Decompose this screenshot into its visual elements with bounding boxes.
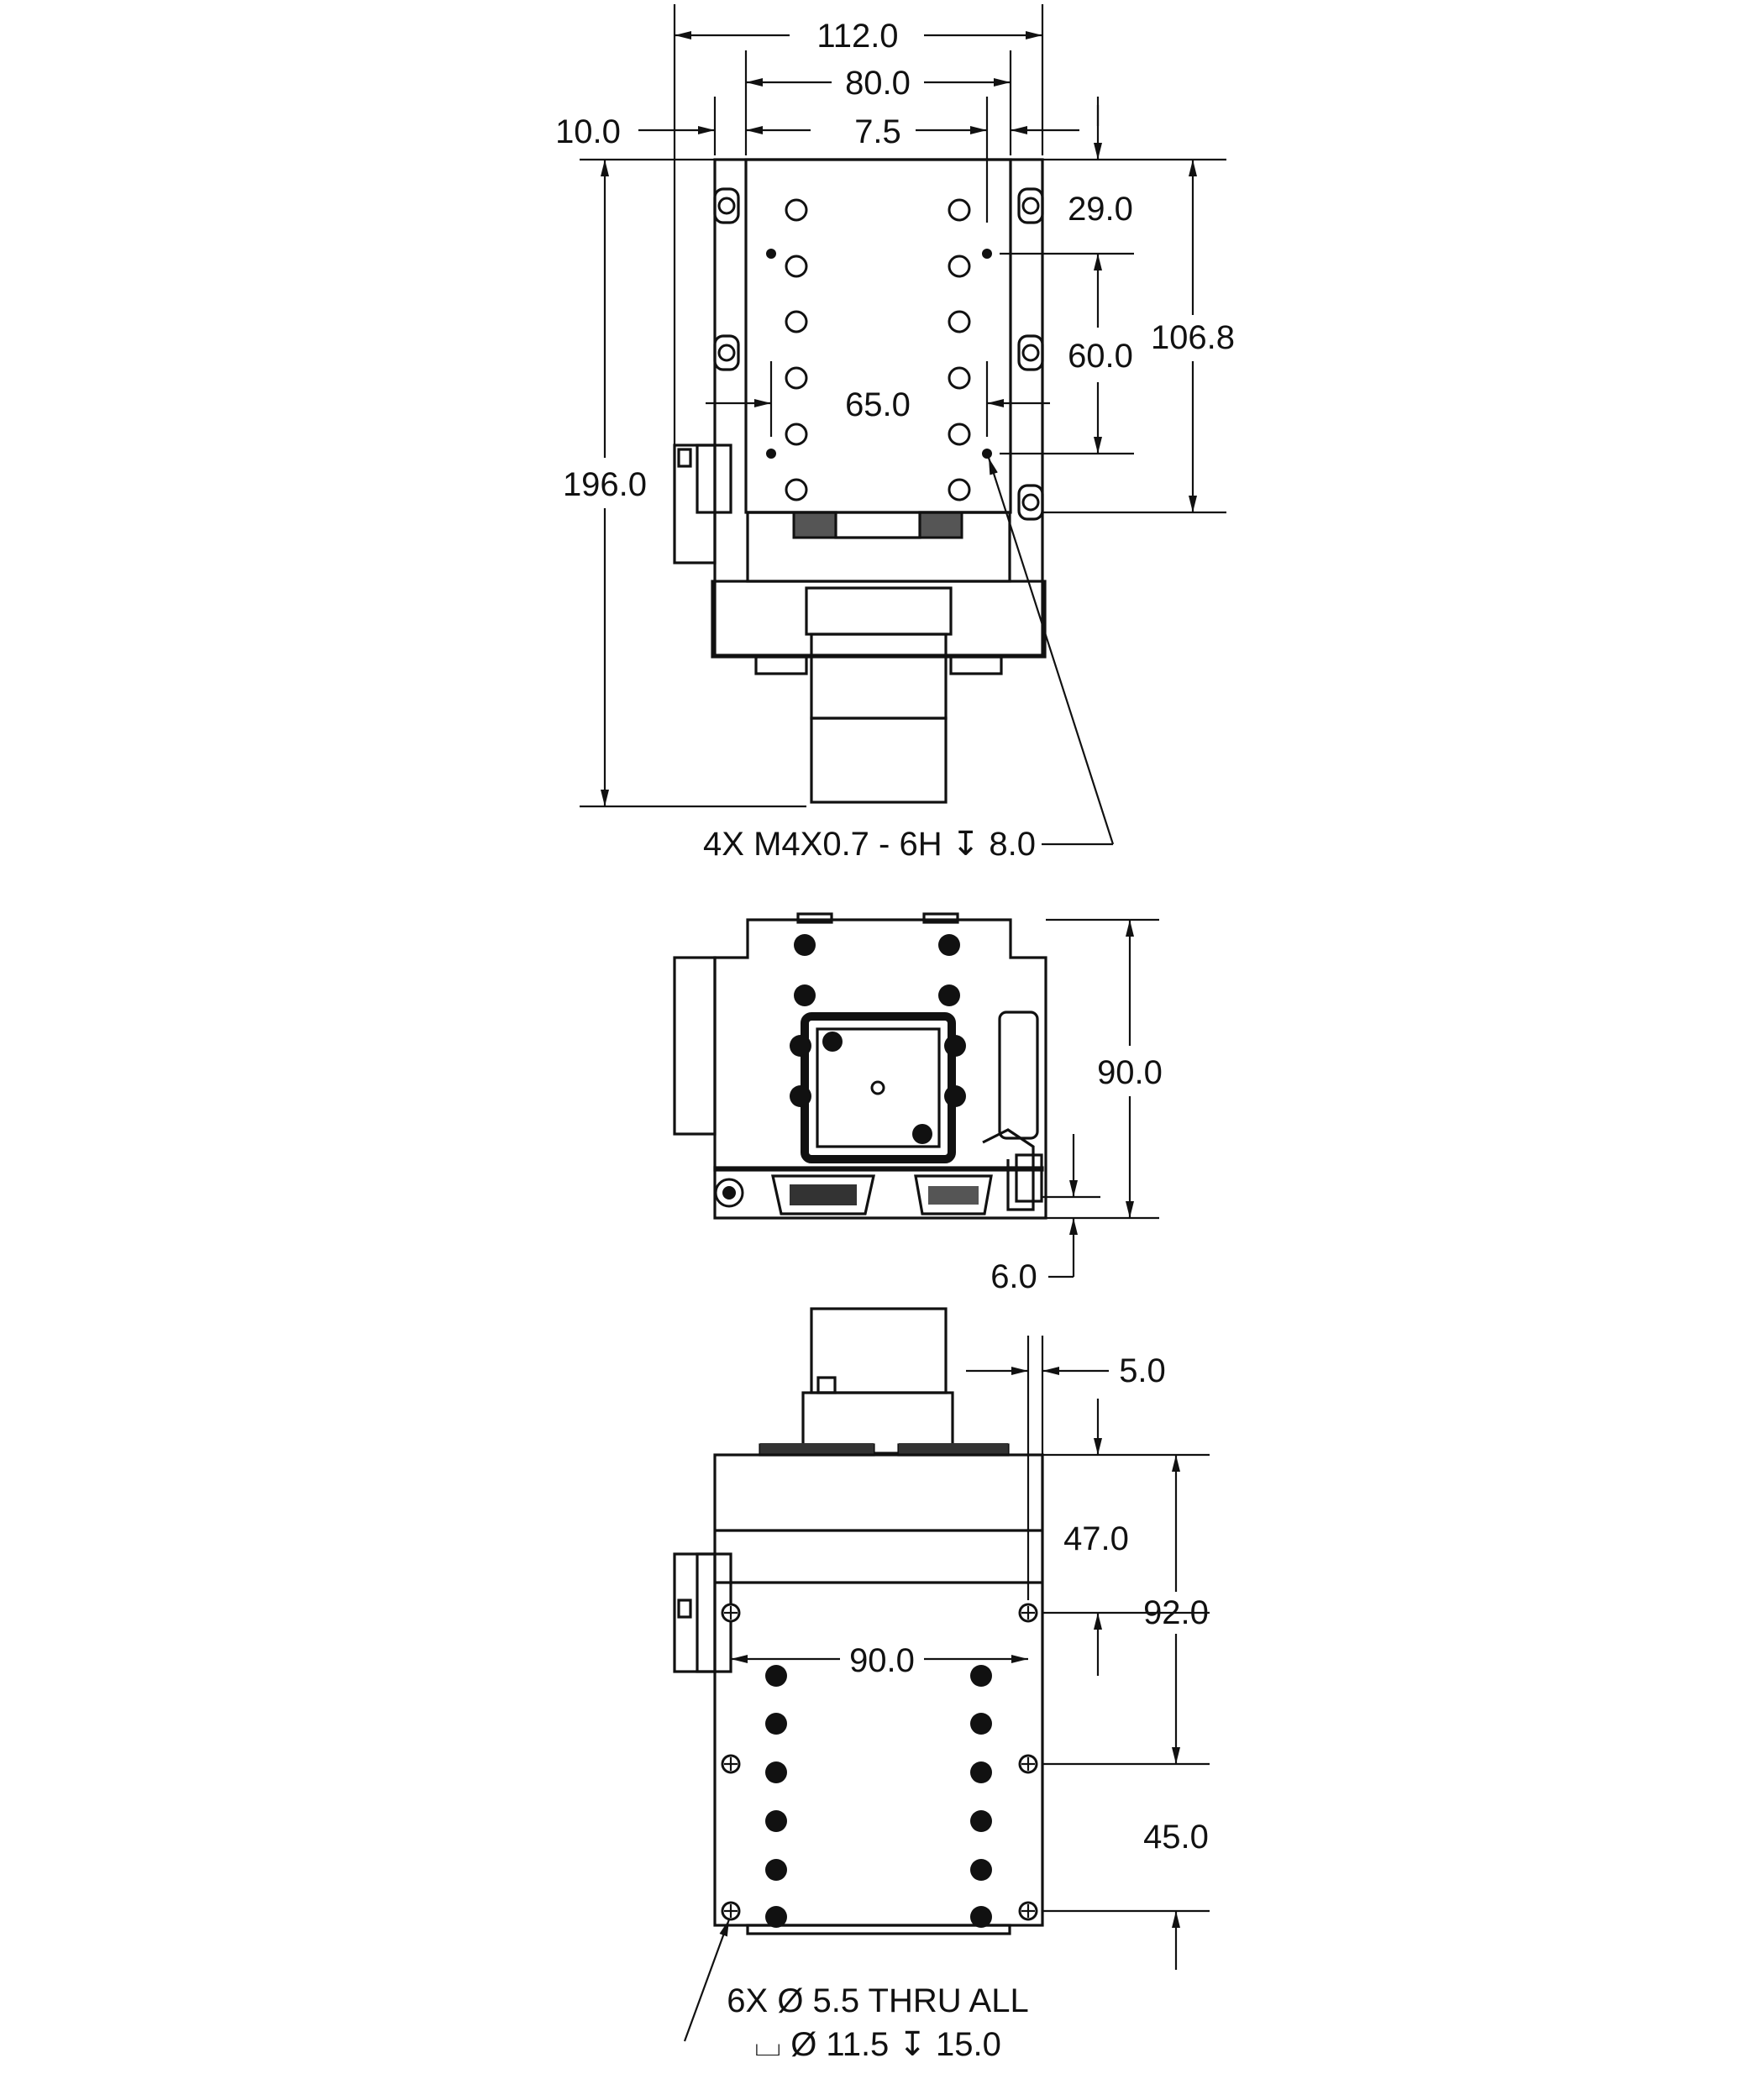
thru-hole-callout-line1: 6X Ø 5.5 THRU ALL [727,1982,1028,2019]
bottom-screws [765,1665,992,1928]
base-slot-holes [713,187,1044,521]
dim-overall-width: 112.0 [816,18,898,55]
dim-right-offset: 7.5 [854,113,901,150]
platform-holes [766,198,992,501]
tapped-hole-callout: 4X M4X0.7 - 6H ↧ 8.0 [703,826,1036,863]
bottom-view: 5.0 47.0 92.0 45.0 90.0 6X Ø 5.5 THRU AL… [673,1307,1210,2063]
dim-hole-pitch-x: 65.0 [845,386,911,423]
dim-second-row: 45.0 [1143,1819,1209,1856]
dim-left-offset: 10.0 [555,113,621,150]
top-view: 112.0 80.0 10.0 7.5 29.0 60.0 106.8 [555,4,1235,863]
dim-base-offset: 6.0 [990,1258,1037,1295]
dim-edge-offset: 5.0 [1119,1352,1166,1389]
dim-first-row: 47.0 [1063,1520,1129,1557]
dim-top-width: 80.0 [845,65,911,102]
dim-overall-length: 196.0 [563,466,647,503]
dim-hole-span-x: 90.0 [849,1642,915,1679]
dim-end-height: 90.0 [1097,1054,1163,1091]
dim-platform-length: 106.8 [1151,319,1235,356]
end-view: 90.0 6.0 [673,912,1163,1295]
dim-hole-top-offset: 29.0 [1068,191,1133,228]
thru-holes [721,1603,1038,1921]
dim-hole-span-y: 92.0 [1143,1594,1209,1631]
dim-hole-pitch-y: 60.0 [1068,338,1133,375]
thru-hole-callout-line2: ⌴ Ø 11.5 ↧ 15.0 [754,2026,1001,2063]
